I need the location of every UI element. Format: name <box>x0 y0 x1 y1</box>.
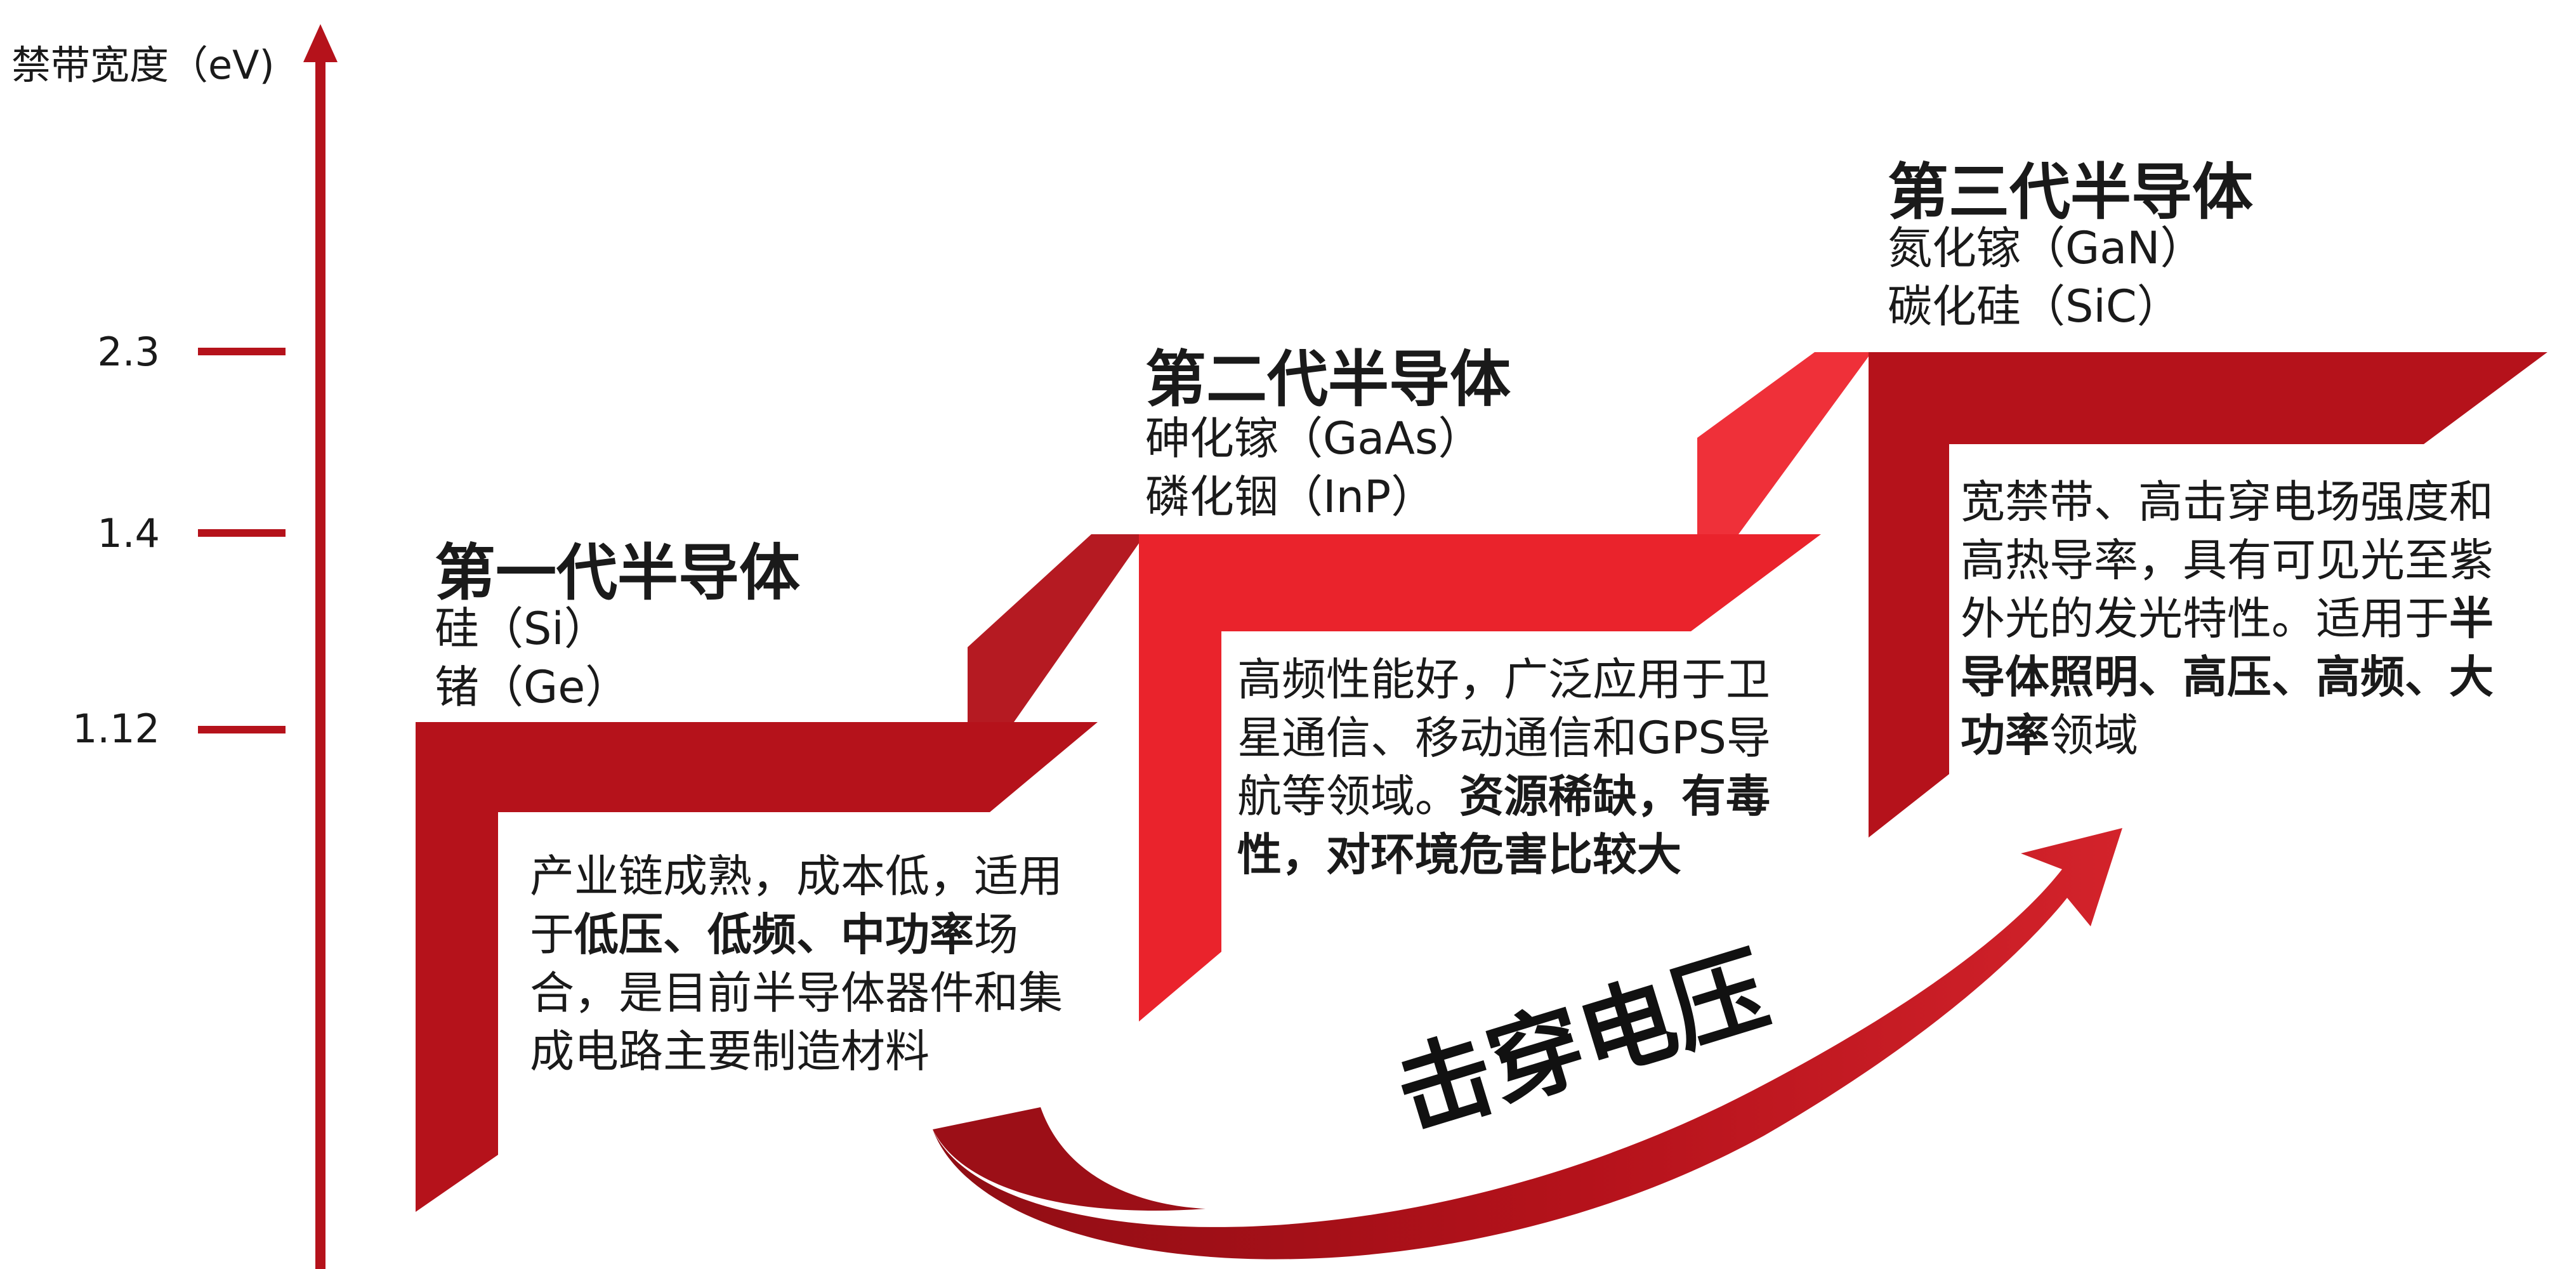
tick-mark-1.12 <box>198 726 286 733</box>
gen-1-material-ge: 锗（Ge） <box>435 661 630 713</box>
tick-mark-2.3 <box>198 348 286 355</box>
gen-3-description: 宽禁带、高击穿电场强度和高热导率，具有可见光至紫外光的发光特性。适用于半导体照明… <box>1961 473 2519 765</box>
gen-1-desc-part-2: 低压、低频、中功率 <box>574 909 974 961</box>
step-2-block <box>1139 534 1821 1022</box>
gen-1-material-si: 硅（Si） <box>435 603 608 655</box>
gen-2-material-gaas: 砷化镓（GaAs） <box>1145 412 1483 464</box>
gen-2-desc-part-2: 资源稀缺，有毒性，对环境危害比较大 <box>1237 770 1770 881</box>
tick-mark-1.4 <box>198 529 286 537</box>
gen-3-desc-part-1: 宽禁带、高击穿电场强度和高热导率，具有可见光至紫外光的发光特性。适用于 <box>1961 476 2494 645</box>
gen-1-desc-part-3: 场合，是目前半导体器件和集成电路主要制造材料 <box>530 909 1063 1077</box>
tick-label-2.3: 2.3 <box>97 329 160 375</box>
curved-arrow-tail <box>933 1107 1206 1211</box>
gen-1-title: 第一代半导体 <box>435 537 800 608</box>
y-axis-arrowhead <box>303 24 338 62</box>
curved-arrow <box>933 828 2122 1259</box>
tick-label-1.4: 1.4 <box>97 510 160 556</box>
step-3-block <box>1869 352 2547 838</box>
gen-1-description: 产业链成熟，成本低，适用于低压、低频、中功率场合，是目前半导体器件和集成电路主要… <box>530 847 1085 1081</box>
y-axis-title: 禁带宽度（eV) <box>11 42 275 88</box>
gen-2-title: 第二代半导体 <box>1145 344 1511 415</box>
step-1-block <box>416 722 1098 1212</box>
gen-3-material-gan: 氮化镓（GaN） <box>1888 222 2205 274</box>
gen-2-description: 高频性能好，广泛应用于卫星通信、移动通信和GPS导航等领域。资源稀缺，有毒性，对… <box>1237 650 1792 884</box>
gen-3-desc-part-2: 半导体照明、高压、高频、大功率 <box>1961 593 2494 761</box>
riser-1-2 <box>968 534 1145 722</box>
gen-2-material-inp: 磷化铟（InP） <box>1145 471 1436 523</box>
gen-2-desc-part-1: 高频性能好，广泛应用于卫星通信、移动通信和GPS导航等领域。 <box>1237 654 1771 822</box>
riser-2-3b <box>1697 352 1872 534</box>
gen-1-desc-part-1: 产业链成熟，成本低，适用于 <box>530 850 1063 961</box>
gen-3-desc-part-3: 领域 <box>2049 709 2138 761</box>
tick-label-1.12: 1.12 <box>72 706 160 752</box>
gen-3-title: 第三代半导体 <box>1888 157 2253 228</box>
gen-3-material-sic: 碳化硅（SiC） <box>1888 280 2181 332</box>
